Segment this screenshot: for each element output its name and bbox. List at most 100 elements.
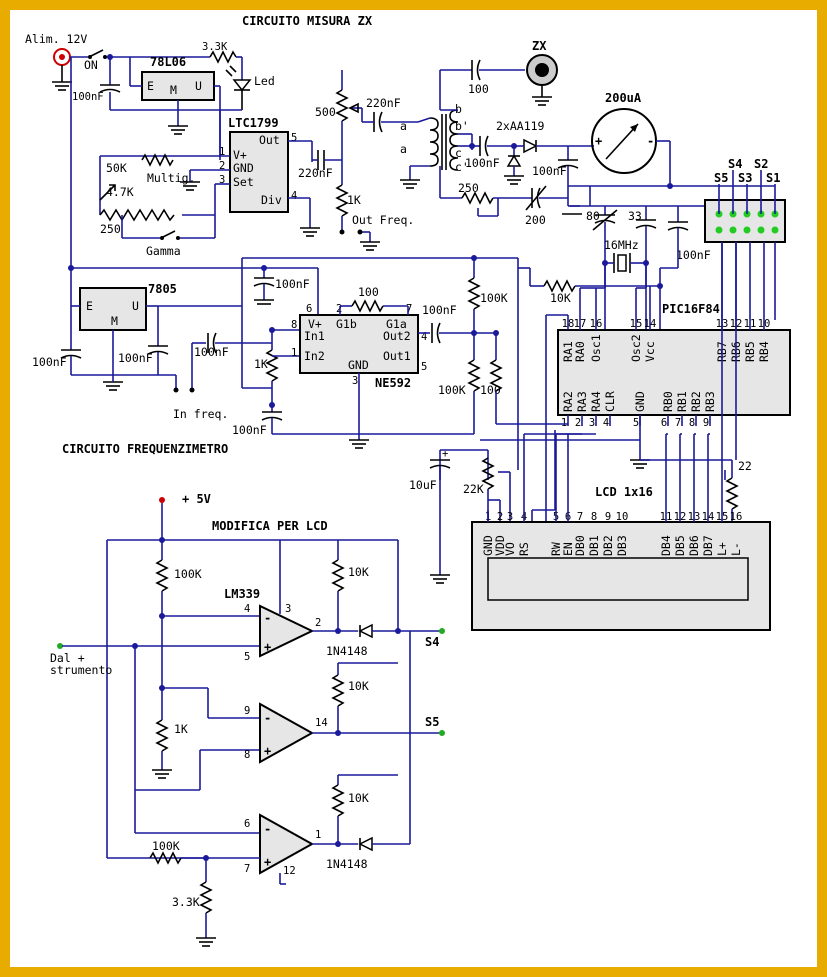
label-tr-c: c <box>455 146 462 160</box>
label-s5-top: S5 <box>714 171 728 185</box>
val-c80: 80 <box>586 209 600 223</box>
val-r10k-b: 10K <box>348 679 369 693</box>
connector-pin-bottom-3 <box>743 226 751 234</box>
pic-bot-pinnum-8: 8 <box>689 417 695 429</box>
pic-bot-pinnum-3: 3 <box>589 417 595 429</box>
label-supply: Alim. 12V <box>25 32 87 46</box>
ground-7805 <box>103 381 123 391</box>
ground-ne592 <box>349 439 369 449</box>
pic-pin-ra1: RA1 <box>561 341 575 362</box>
pic-bot-pin-rb0: RB0 <box>661 391 675 412</box>
label-on: ON <box>84 58 98 72</box>
label-zx: ZX <box>532 39 547 53</box>
lcd-pin-lplus: L+ <box>715 542 729 556</box>
on-switch <box>70 49 210 59</box>
diode-aa119-b <box>506 154 522 167</box>
pic-pinnum-15: 15 <box>630 318 643 330</box>
switch-connector <box>704 199 786 243</box>
lcd-pin-rw: RW <box>549 542 563 556</box>
lm-pinnum-1: 1 <box>315 829 321 841</box>
pot-22k <box>481 457 495 490</box>
cap-220nf-a <box>373 111 383 133</box>
val-r50k: 50K <box>106 161 127 175</box>
lcd-pinnum-3: 3 <box>507 511 513 523</box>
resistor-4k7-chain <box>99 208 175 222</box>
svg-text:-: - <box>647 134 654 148</box>
ne-pin-out2: Out2 <box>383 329 411 343</box>
resistor-100-b <box>489 359 503 392</box>
val-c100n-d: 100nF <box>676 248 711 262</box>
resistor-10k-b <box>331 674 345 707</box>
78l06-pin-m: M <box>170 83 177 97</box>
label-tr-bp: b' <box>455 119 469 133</box>
val-c100n-j: 100nF <box>232 423 267 437</box>
lm-pinnum-3: 3 <box>285 603 291 615</box>
val-r100k-d: 100K <box>152 839 180 853</box>
label-led: Led <box>254 74 275 88</box>
lcd-pin-db2: DB2 <box>601 535 615 556</box>
resistor-100k-c <box>155 559 169 592</box>
cap-100nf-j <box>261 411 283 421</box>
lcd-pin-db3: DB3 <box>615 535 629 556</box>
cap-10uf: + <box>429 448 451 469</box>
resistor-100k-d <box>149 851 182 865</box>
pic-pinnum-16: 16 <box>590 318 603 330</box>
lcd-window <box>487 557 749 601</box>
pic-pin-rb5: RB5 <box>743 341 757 362</box>
ground-outfreq <box>360 241 380 251</box>
cap-100nf-c <box>557 159 579 169</box>
ground-ltc <box>180 181 200 191</box>
label-tr-cp: c' <box>455 160 469 174</box>
ltc-pinnum-3: 3 <box>219 174 225 186</box>
ltc-pin-div: Div <box>261 193 282 207</box>
78l06-pin-e: E <box>147 79 154 93</box>
lm-pinnum-9: 9 <box>244 705 250 717</box>
pot-250 <box>461 191 494 205</box>
val-r22: 22 <box>738 459 752 473</box>
pic-bot-pinnum-4: 4 <box>603 417 609 429</box>
pic-bot-pin-rb3: RB3 <box>703 391 717 412</box>
label-s2-top: S2 <box>754 157 768 171</box>
transformer <box>429 109 459 171</box>
ne-pinnum-4: 4 <box>421 331 427 343</box>
val-c33: 33 <box>628 209 642 223</box>
lcd-pin-db6: DB6 <box>687 535 701 556</box>
resistor-1k-c <box>155 719 169 752</box>
label-lm339: LM339 <box>224 587 260 601</box>
ground-3k3 <box>196 937 216 947</box>
ground-10uf <box>430 574 450 584</box>
ne-pin-in2: In2 <box>304 349 325 363</box>
cap-100nf-a <box>99 84 121 110</box>
label-s1-top: S1 <box>766 171 780 185</box>
7805-pin-m: M <box>111 314 118 328</box>
zx-connector <box>526 54 558 106</box>
connector-pin-bottom-4 <box>757 226 765 234</box>
lcd-pin-vdd: VDD <box>493 535 507 556</box>
label-s3-top: S3 <box>738 171 752 185</box>
ltc-pinnum-4: 4 <box>291 190 297 202</box>
diode-1n4148-b <box>358 836 373 852</box>
ltc-pin-vplus: V+ <box>233 148 247 162</box>
ltc-pin-set: Set <box>233 175 254 189</box>
label-7805: 7805 <box>148 282 177 296</box>
ne-pin-g1b: G1b <box>336 317 357 331</box>
pic-pin-ra0: RA0 <box>573 341 587 362</box>
pic-pinnum-11: 11 <box>744 318 757 330</box>
val-c100n-i: 100nF <box>194 345 229 359</box>
title-modifica-lcd: MODIFICA PER LCD <box>212 519 328 533</box>
pic-bot-pin-ra2: RA2 <box>561 391 575 412</box>
comparator-2: -+ <box>259 702 315 764</box>
label-pic16f84: PIC16F84 <box>662 302 720 316</box>
pic-top-pins: 18RA117RA016Osc115Osc214Vcc13RB712RB611R… <box>561 242 776 362</box>
resistor-10k-pic <box>543 279 576 293</box>
lcd-pin-db1: DB1 <box>587 535 601 556</box>
label-s4-bottom: S4 <box>425 635 439 649</box>
val-r22k: 22K <box>463 482 484 496</box>
lm-pinnum-6: 6 <box>244 818 250 830</box>
lcd-pinnum-10: 10 <box>616 511 629 523</box>
pic-bot-pin-gnd: GND <box>633 391 647 412</box>
val-r10k-a: 10K <box>348 565 369 579</box>
ground-diode <box>504 175 524 185</box>
lm-pinnum-14: 14 <box>315 717 328 729</box>
